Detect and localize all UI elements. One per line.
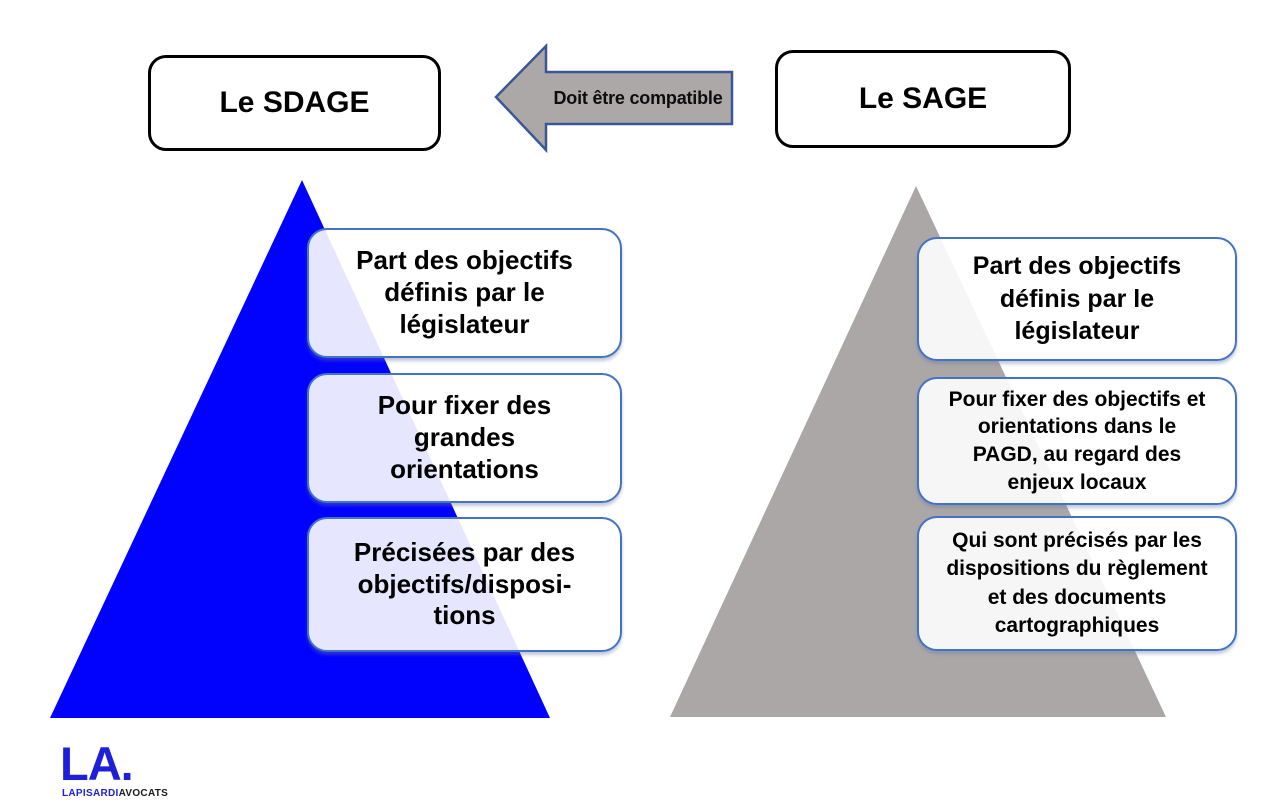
- left-arrow-icon: [494, 42, 734, 154]
- logo-firm-suffix: AVOCATS: [118, 788, 169, 799]
- left-arrow-shape: [494, 42, 734, 154]
- sage-title-box: Le SAGE: [775, 50, 1071, 148]
- sage-title-label: Le SAGE: [858, 82, 988, 115]
- logo-firm-name: LAPISARDI: [62, 788, 119, 799]
- lapisardi-logo-wordmark: LAPISARDIAVOCATS: [62, 788, 168, 799]
- lapisardi-logo: LA.: [60, 737, 134, 790]
- sdage-title-box: Le SDAGE: [148, 55, 441, 151]
- arrow-label: Doit être compatible: [553, 87, 723, 108]
- sdage-title-label: Le SDAGE: [219, 86, 370, 119]
